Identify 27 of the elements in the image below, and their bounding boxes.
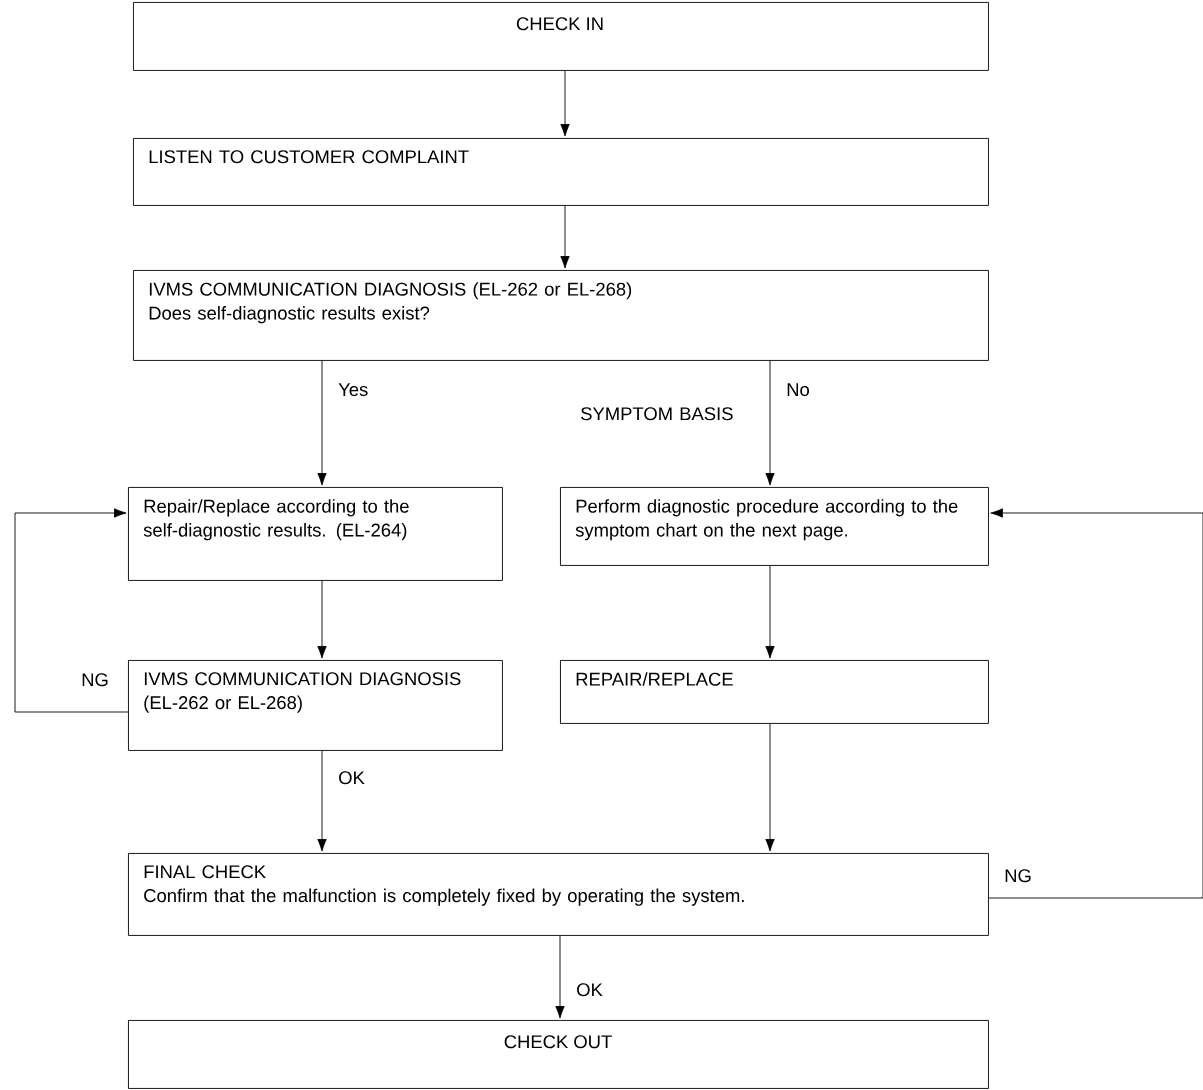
process-box: LISTEN TO CUSTOMER COMPLAINT <box>133 138 989 206</box>
arrow <box>555 935 565 1019</box>
note-label: SYMPTOM BASIS <box>581 407 733 421</box>
edge-label: No <box>785 382 811 398</box>
edge-label: NG <box>80 672 110 688</box>
process-box: Perform diagnostic procedure according to the symptom chart on the next page. <box>560 487 989 566</box>
arrow <box>765 723 775 852</box>
process-box: IVMS COMMUNICATION DIAGNOSIS (EL-262 or EL-268) <box>128 660 503 751</box>
arrow <box>560 205 570 269</box>
arrow <box>14 508 129 713</box>
arrow <box>560 70 570 137</box>
arrow <box>317 580 327 659</box>
arrow <box>765 360 775 486</box>
edge-label: OK <box>337 770 366 786</box>
edge-label: OK <box>575 982 604 998</box>
process-box: REPAIR/REPLACE <box>560 660 989 724</box>
arrow <box>317 750 327 852</box>
arrow <box>765 565 775 659</box>
edge-label: Yes <box>337 382 370 398</box>
process-box: IVMS COMMUNICATION DIAGNOSIS (EL-262 or EL-268) Does self-diagnostic results exist? <box>133 270 989 361</box>
arrow <box>988 508 1203 899</box>
arrow <box>317 360 327 486</box>
edge-label: NG <box>1003 868 1033 884</box>
process-box: Repair/Replace according to the self-diagnostic results. (EL-264) <box>128 487 503 581</box>
process-box: CHECK IN <box>133 2 989 71</box>
process-box: CHECK OUT <box>128 1020 989 1089</box>
process-box: FINAL CHECK Confirm that the malfunction is completely fixed by operating the system. <box>128 853 989 936</box>
